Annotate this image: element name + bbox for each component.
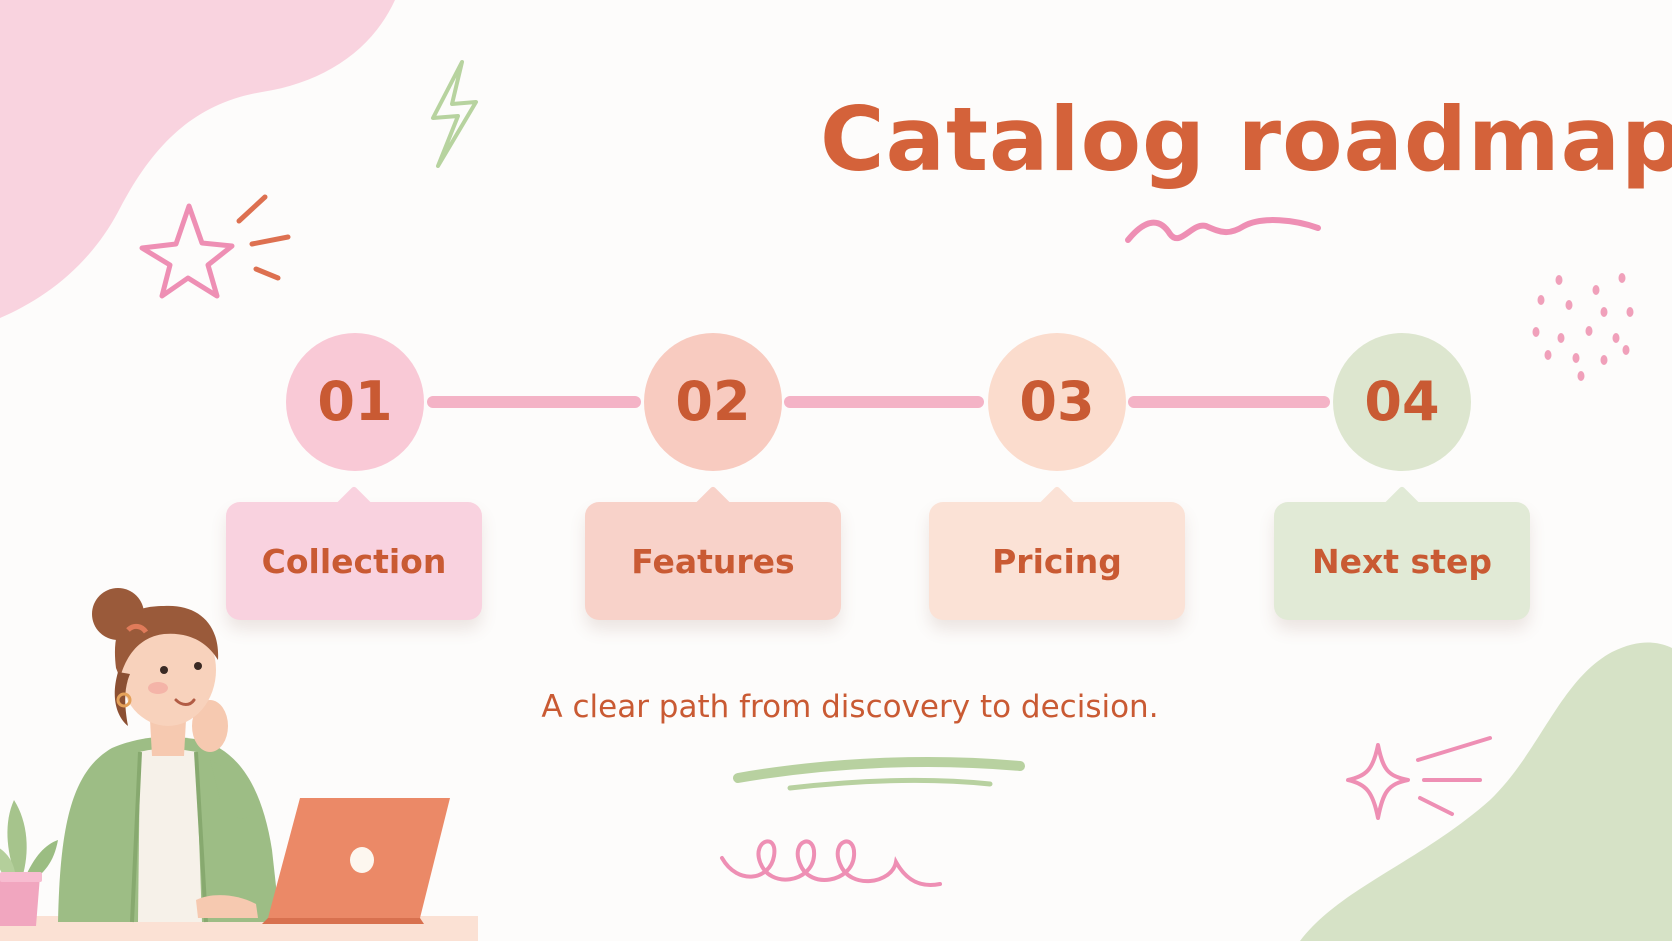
step-circle-4: 04 <box>1333 333 1471 471</box>
woman-with-laptop <box>0 588 478 941</box>
plant-icon <box>0 800 58 926</box>
step-label: Next step <box>1312 541 1492 581</box>
loops-icon <box>720 839 942 887</box>
brush-stroke-icon <box>733 757 1025 791</box>
step-label: Collection <box>261 541 447 581</box>
star-icon <box>139 203 235 299</box>
slide-subtitle: A clear path from discovery to decision. <box>541 689 1159 725</box>
step-number: 04 <box>1364 370 1440 433</box>
dots-icon <box>1532 273 1634 381</box>
step-circle-1: 01 <box>286 333 424 471</box>
step-card-features: Features <box>585 485 841 620</box>
pink-blob <box>0 0 395 318</box>
slide-title: Catalog roadmap <box>820 88 1672 191</box>
lightning-icon <box>431 60 478 168</box>
sparkle-icon <box>1346 736 1492 820</box>
step-card-collection: Collection <box>226 485 482 620</box>
step-number: 02 <box>675 370 751 433</box>
step-number: 01 <box>317 370 393 433</box>
step-circle-3: 03 <box>988 333 1126 471</box>
step-card-pricing: Pricing <box>929 485 1185 620</box>
step-number: 03 <box>1019 370 1095 433</box>
squiggle-icon <box>1125 217 1321 243</box>
step-card-next-step: Next step <box>1274 485 1530 620</box>
step-circle-2: 02 <box>644 333 782 471</box>
burst-lines-icon <box>236 194 291 281</box>
step-label: Features <box>631 541 795 581</box>
step-label: Pricing <box>992 541 1122 581</box>
green-blob <box>1300 642 1672 941</box>
